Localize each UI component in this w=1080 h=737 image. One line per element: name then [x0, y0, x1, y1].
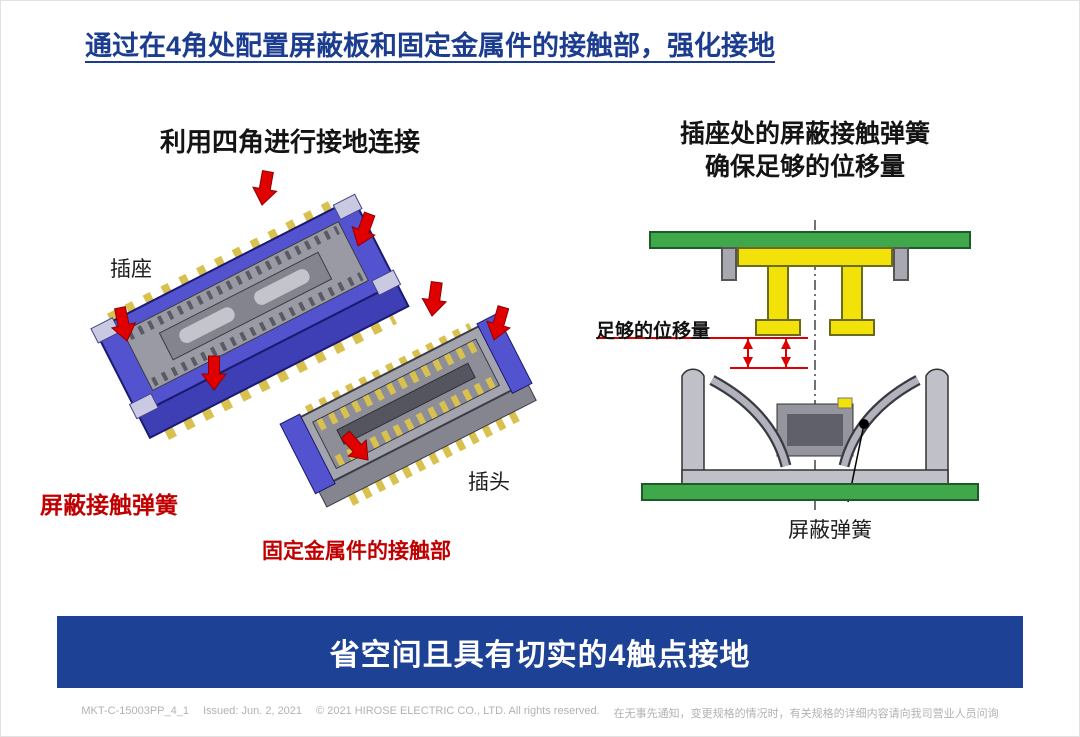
displacement-label: 足够的位移量: [596, 321, 711, 342]
plug-rear-gold-tails: [304, 322, 473, 415]
shield-spring-left: [709, 375, 792, 468]
footer: MKT-C-15003PP_4_1 Issued: Jun. 2, 2021 ©…: [0, 705, 1080, 721]
footer-copyright: © 2021 HIROSE ELECTRIC CO., LTD. All rig…: [316, 705, 600, 717]
footer-notice: 在无事先通知，变更规格的情况时，有关规格的详细内容请向我司营业人员问询: [613, 708, 999, 720]
shield-spring-label: 屏蔽弹簧: [788, 519, 872, 542]
fitting-contact-label: 固定金属件的接触部: [262, 540, 451, 563]
right-heading-line1: 插座处的屏蔽接触弹簧: [679, 120, 930, 148]
receptacle-rear-gold-tails: [106, 201, 333, 323]
left-diagram-heading: 利用四角进行接地连接: [159, 127, 420, 157]
plug-front-gold-pins: [347, 409, 521, 506]
displacement-dimension: [596, 337, 808, 369]
right-heading-line2: 确保足够的位移量: [704, 152, 905, 181]
footer-doc-code: MKT-C-15003PP_4_1: [81, 705, 189, 717]
shield-spring-right: [838, 375, 921, 468]
shield-contact-spring-label: 屏蔽接触弹簧: [40, 492, 178, 518]
plug-3d-illustration: [279, 313, 537, 508]
receptacle-label: 插座: [110, 258, 152, 281]
cross-section-illustration: [596, 220, 979, 512]
plug-cross-section: [721, 247, 909, 336]
top-pcb: [649, 231, 971, 249]
receptacle-front-gold-pins: [163, 312, 398, 440]
plug-contact-row: [316, 341, 478, 431]
banner-text: 省空间且具有切实的4触点接地: [329, 639, 751, 672]
receptacle-cross-section: [681, 368, 949, 503]
conclusion-banner: 省空间且具有切实的4触点接地: [57, 616, 1023, 688]
corner-fitting: [128, 392, 159, 420]
footer-issue-date: Issued: Jun. 2, 2021: [202, 705, 303, 717]
corner-fitting: [332, 193, 363, 221]
slide-title: 通过在4角处配置屏蔽板和固定金属件的接触部，强化接地: [85, 31, 776, 61]
plug-label: 插头: [468, 471, 510, 494]
bottom-pcb: [641, 483, 979, 501]
right-diagram-heading: 插座处的屏蔽接触弹簧 确保足够的位移量: [620, 118, 990, 183]
plug-end-cap: [279, 413, 336, 495]
corner-fitting: [371, 269, 402, 296]
